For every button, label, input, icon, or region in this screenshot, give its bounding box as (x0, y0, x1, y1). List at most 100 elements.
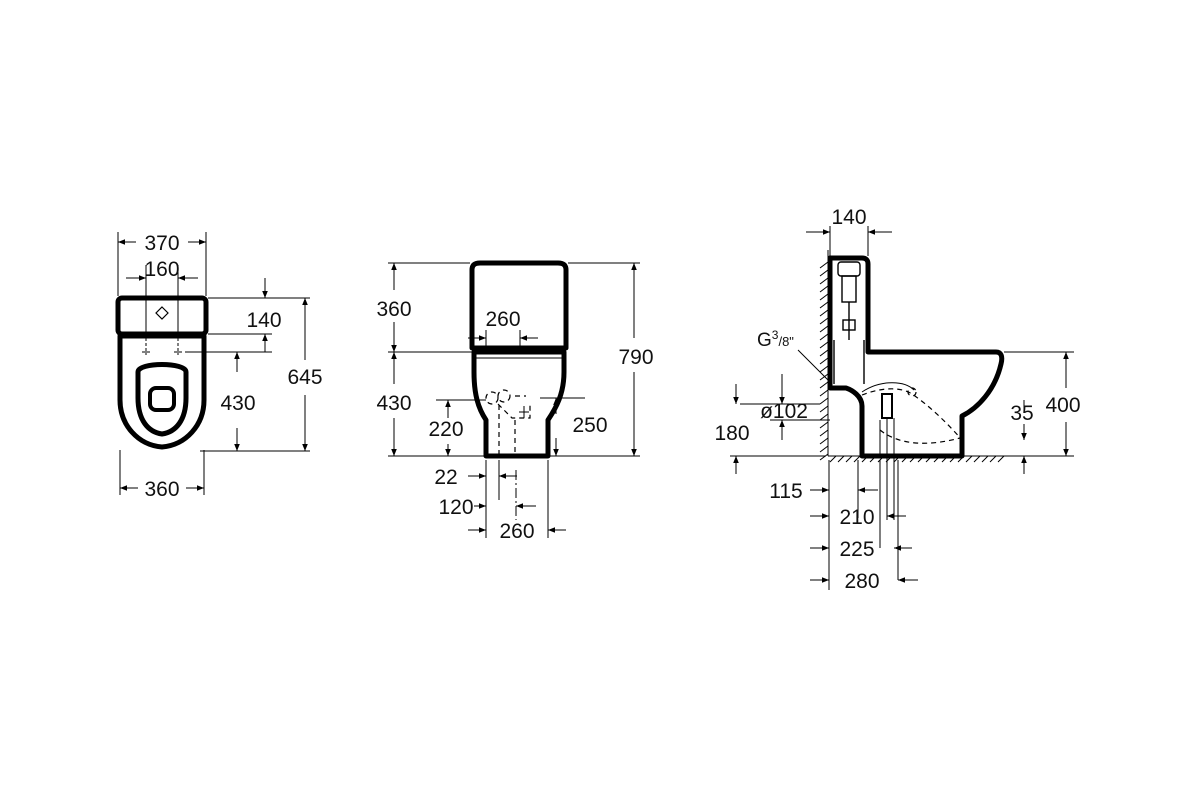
label-260-base: 260 (499, 520, 534, 543)
dim-360-tank: 360 (376, 263, 412, 352)
floor-hatch-line (989, 455, 997, 463)
wall-hatch-line (819, 317, 829, 325)
front-view-hole-marks (485, 330, 529, 418)
front-view-extension-lines (388, 262, 640, 538)
wall-hatch-line (819, 357, 829, 365)
wall-hatch-line (819, 341, 829, 349)
floor-hatch-line (845, 455, 853, 463)
front-view-bowl (471, 349, 567, 459)
wall-hatch-line (819, 429, 829, 437)
label-280: 280 (844, 570, 879, 593)
dim-360-base: 360 (120, 478, 204, 501)
floor-hatch-line (965, 455, 973, 463)
dim-260-top: 260 (468, 308, 538, 341)
dim-220: 220 (428, 400, 464, 456)
label-22: 22 (434, 466, 457, 489)
dim-160: 160 (126, 258, 198, 281)
label-360-tank: 360 (376, 298, 411, 321)
wall-hatch-line (819, 333, 829, 341)
wall-hatch-line (819, 349, 829, 357)
floor-hatch-line (829, 455, 837, 463)
label-250: 250 (572, 414, 607, 437)
wall-hatch-line (819, 269, 829, 277)
label-35: 35 (1010, 402, 1033, 425)
wall-hatch-line (819, 421, 829, 429)
wall-hatch-line (819, 293, 829, 301)
wall-hatch-line (819, 437, 829, 445)
floor-hatch-line (837, 455, 845, 463)
front-view-hidden-fittings (485, 389, 531, 520)
label-370: 370 (144, 232, 179, 255)
dim-430-bowl: 430 (376, 352, 412, 456)
label-220: 220 (428, 418, 463, 441)
wall-hatch-line (819, 365, 829, 373)
front-view: 360 260 790 430 220 250 (376, 260, 654, 543)
dim-22: 22 (434, 466, 517, 489)
wall-hatch-line (819, 277, 829, 285)
side-view-extension-lines (730, 226, 1074, 590)
label-140: 140 (246, 309, 281, 332)
dim-210: 210 (810, 506, 906, 529)
wall-hatch-line (819, 389, 829, 397)
side-view-toilet (827, 255, 1005, 459)
label-400: 400 (1045, 394, 1080, 417)
label-645: 645 (287, 366, 322, 389)
wall-hatch-line (819, 413, 829, 421)
side-view: 140 G3/8" ø102 180 35 400 (714, 206, 1080, 593)
wall-hatch-line (819, 445, 829, 453)
label-180: 180 (714, 422, 749, 445)
wall-hatch-line (819, 381, 829, 389)
label-225: 225 (839, 538, 874, 561)
floor-hatch-line (853, 455, 861, 463)
wall-hatch-line (819, 405, 829, 413)
dim-225: 225 (810, 538, 912, 561)
dim-280: 280 (810, 570, 918, 593)
dim-400: 400 (1045, 352, 1081, 456)
side-view-trap (861, 382, 963, 520)
wall-hatch-line (819, 261, 829, 269)
floor-hatch-line (997, 455, 1005, 463)
dim-120: 120 (438, 496, 536, 519)
top-view-seat-hinge (148, 386, 176, 412)
dim-645: 645 (287, 298, 323, 451)
label-140-side: 140 (831, 206, 866, 229)
dim-790: 790 (618, 263, 654, 456)
side-view-flush-valve (833, 261, 865, 384)
top-view-fixing-marks (142, 338, 182, 355)
top-view: 370 160 140 430 645 360 (115, 232, 323, 501)
floor-hatch-line (981, 455, 989, 463)
label-260-top: 260 (485, 308, 520, 331)
label-102: ø102 (760, 400, 808, 423)
dim-140-side: 140 (806, 206, 892, 235)
label-430: 430 (220, 392, 255, 415)
top-view-tank (115, 295, 209, 337)
label-430-bowl: 430 (376, 392, 411, 415)
dim-250: 250 (553, 398, 608, 456)
wall-hatch-line (819, 301, 829, 309)
label-210: 210 (839, 506, 874, 529)
label-thread: G3/8" (757, 328, 833, 385)
top-view-flush-button-icon (155, 306, 169, 320)
top-view-extension-lines (117, 232, 310, 495)
floor-hatch-line (973, 455, 981, 463)
dim-370: 370 (118, 232, 206, 255)
label-160: 160 (144, 258, 179, 281)
wall-hatch-line (819, 309, 829, 317)
dim-260-base: 260 (468, 520, 566, 543)
wall-hatch-line (819, 325, 829, 333)
wall-hatch-line (819, 397, 829, 405)
label-120: 120 (438, 496, 473, 519)
dim-115: 115 (769, 480, 878, 503)
dim-102: ø102 (760, 374, 808, 440)
dim-35: 35 (1010, 402, 1034, 474)
label-thread-g: G3/8" (757, 328, 794, 351)
label-115: 115 (769, 480, 802, 503)
label-790: 790 (618, 346, 653, 369)
wall-hatch-line (819, 373, 829, 381)
dim-140: 140 (246, 278, 282, 352)
label-360-base: 360 (144, 478, 179, 501)
wall-hatch-line (819, 285, 829, 293)
dim-430: 430 (220, 352, 256, 451)
front-view-tank (469, 260, 569, 351)
